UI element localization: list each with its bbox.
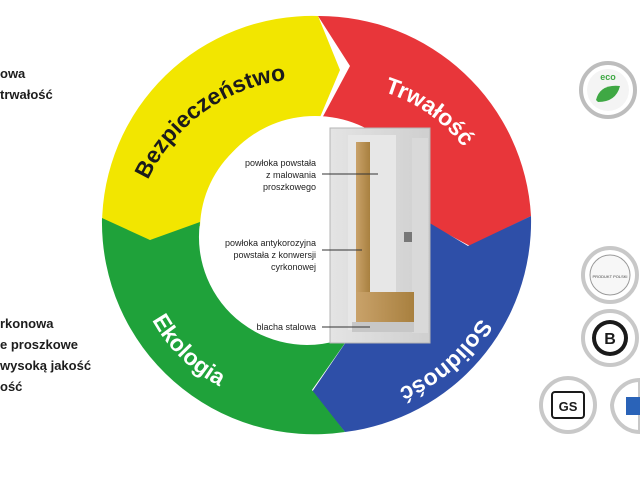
left-text-line: e proszkowe [0, 337, 79, 352]
eco-badge: eco [579, 61, 637, 119]
left-text-bottom: rkonowa e proszkowe wysoką jakość ość [0, 313, 91, 397]
b-mark-badge: B [581, 309, 639, 367]
left-text-top: owa trwałość [0, 63, 53, 105]
label-anticorrosion-2: powstała z konwersji [233, 250, 316, 260]
label-anticorrosion-3: cyrkonowej [271, 262, 316, 272]
label-powder-1: powłoka powstała [245, 158, 316, 168]
label-powder-2: z malowania [266, 170, 316, 180]
certificate-text: PRODUKT POLSKI [592, 274, 627, 279]
b-mark-text: B [604, 331, 616, 348]
gs-text: GS [559, 399, 578, 414]
left-text-line: trwałość [0, 87, 53, 102]
blue-cert-badge [609, 377, 640, 435]
certificate-badge: PRODUKT POLSKI [581, 246, 639, 304]
label-steel: blacha stalowa [256, 322, 316, 332]
segment-yellow [101, 15, 340, 241]
label-powder-3: proszkowego [263, 182, 316, 192]
left-text-line: rkonowa [0, 316, 54, 331]
gs-badge: GS [539, 376, 597, 434]
left-text-line: ość [0, 379, 23, 394]
left-text-line: wysoką jakość [0, 358, 92, 373]
eco-text: eco [600, 72, 616, 82]
segment-green [101, 218, 350, 435]
leaf-icon [596, 85, 620, 102]
cabinet-illustration [329, 127, 431, 344]
label-anticorrosion-1: powłoka antykorozyjna [225, 238, 316, 248]
left-text-line: owa [0, 66, 26, 81]
